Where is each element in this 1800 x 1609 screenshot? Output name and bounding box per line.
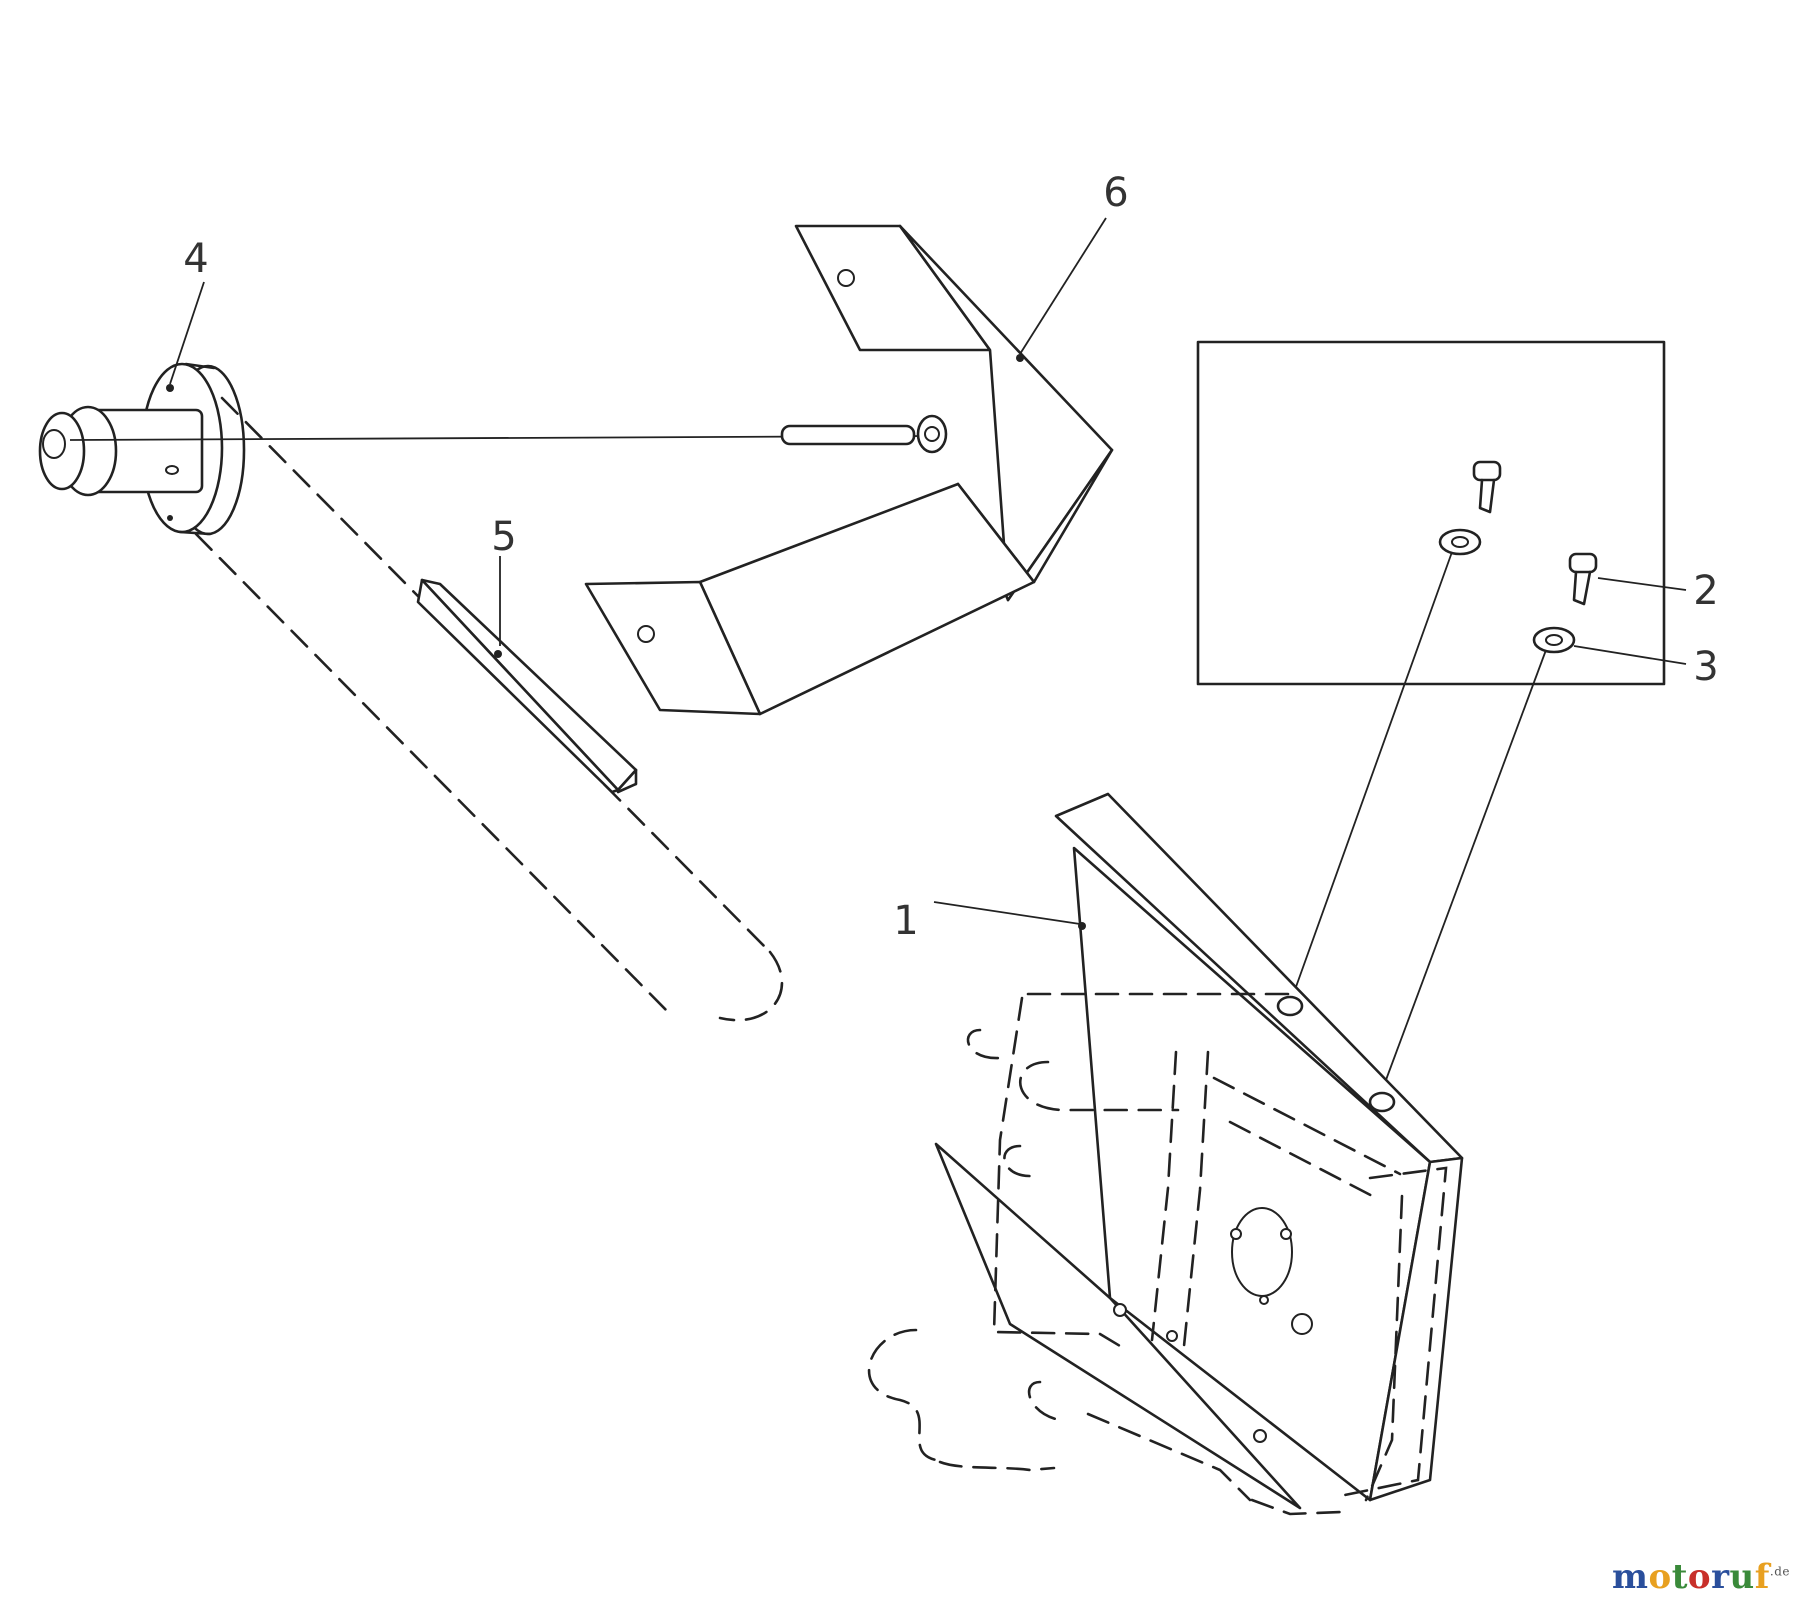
logo-letter: r [1711, 1557, 1730, 1597]
logo-letter: t [1671, 1557, 1688, 1597]
logo-letter: o [1687, 1557, 1712, 1597]
logo-suffix: .de [1769, 1564, 1790, 1579]
logo-wordmark: motoruf [1612, 1557, 1770, 1597]
bolt-part-6 [780, 414, 948, 454]
fastener-guide-line-1 [1291, 551, 1453, 999]
key-part-5 [416, 556, 638, 794]
logo-letter: m [1612, 1557, 1649, 1597]
cover-part-6 [584, 217, 1114, 716]
fastener-guide-line-2 [1379, 649, 1547, 1097]
motoruf-logo: motoruf.de [1612, 1557, 1790, 1597]
callout-2: 2 [1693, 568, 1718, 614]
leader-4 [169, 281, 205, 385]
callout-4: 4 [183, 236, 208, 282]
callout-1: 1 [893, 898, 918, 944]
hub-part-4 [38, 362, 246, 536]
callout-5: 5 [491, 514, 516, 560]
callout-3: 3 [1693, 644, 1718, 690]
logo-letter: f [1754, 1557, 1770, 1597]
callout-6: 6 [1103, 170, 1128, 216]
logo-letter: o [1648, 1557, 1672, 1597]
bracket-part-1 [867, 792, 1464, 1516]
logo-letter: u [1729, 1557, 1755, 1597]
hardware-detail-box [1196, 340, 1687, 686]
